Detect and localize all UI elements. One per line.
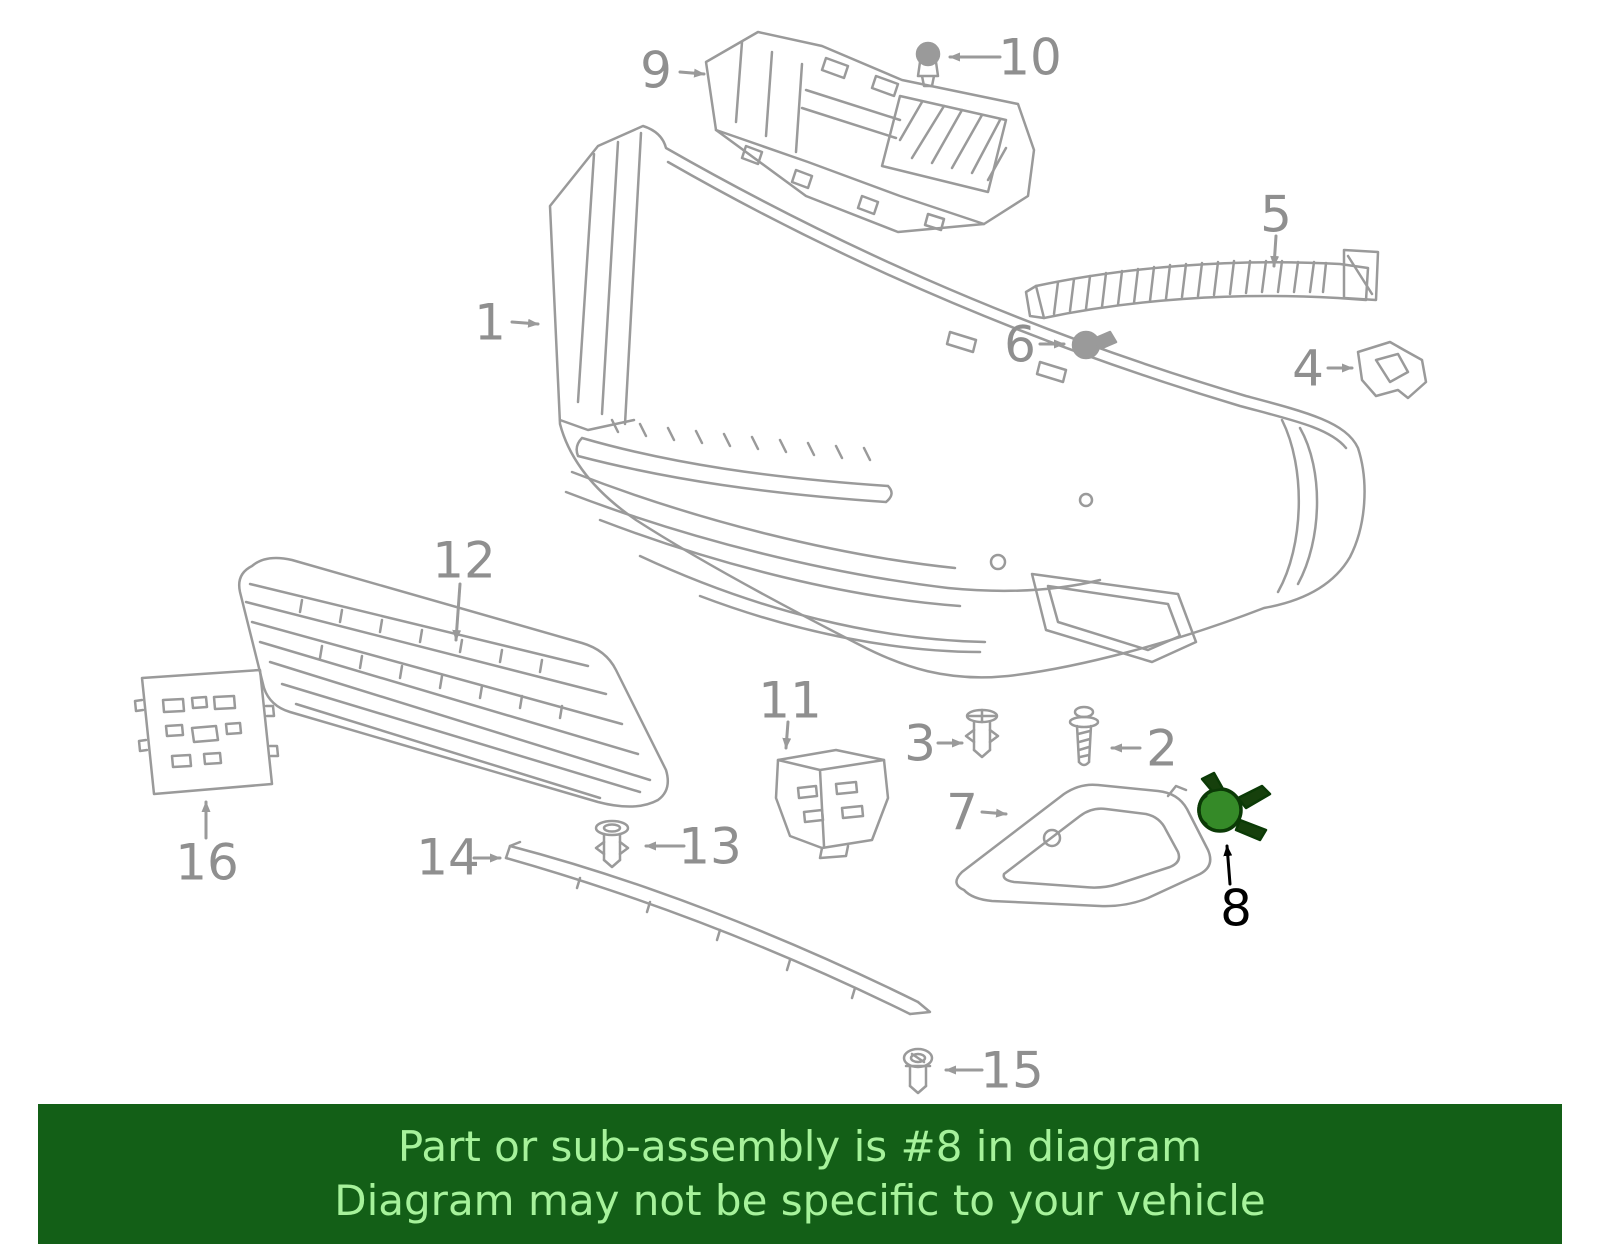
callout-label-7: 7 [946,784,978,842]
part-fog-light-bezel [955,783,1212,908]
part-front-bumper-cover [548,124,1366,679]
sensor-clip-prong-lower [1234,818,1268,842]
part-license-plate-bracket [133,668,280,796]
part-bolt-10 [915,41,941,88]
part-bumper-reinforcement [1024,248,1380,320]
part-center-bracket [774,748,890,860]
callout-label-8-highlighted: 8 [1220,880,1252,938]
callout-label-2: 2 [1146,720,1178,778]
callout-label-6: 6 [1004,316,1036,374]
part-lower-trim-strip [504,840,932,1016]
callout-arrow-8 [1223,844,1233,886]
callout-arrow-11 [782,720,792,750]
callout-labels: 1 2 3 4 5 6 7 8 9 10 11 12 13 14 15 16 [175,29,1324,1100]
exploded-parts-diagram: 1 2 3 4 5 6 7 8 9 10 11 12 13 14 15 16 [133,29,1428,1100]
part-clip-15 [902,1047,934,1095]
part-lower-grille [238,556,669,808]
callout-label-9: 9 [640,42,672,100]
callout-arrow-12 [452,582,462,642]
callout-arrow-1 [510,318,540,328]
callout-label-13: 13 [678,818,742,876]
banner-line-2: Diagram may not be specific to your vehi… [334,1176,1266,1225]
sensor-clip-prong-upper [1236,784,1272,810]
callout-label-15: 15 [980,1042,1044,1100]
part-side-bracket [1356,340,1428,400]
part-clip-3 [964,708,1000,759]
part-bolt-2 [1068,705,1100,767]
callout-label-3: 3 [904,715,936,773]
part-sensor-clip-highlighted [1197,771,1272,842]
callout-label-14: 14 [416,829,480,887]
sensor-clip-tab [1200,771,1225,793]
highlight-banner: Part or sub-assembly is #8 in diagram Di… [38,1104,1562,1244]
callout-arrows [201,52,1354,1075]
banner-line-1: Part or sub-assembly is #8 in diagram [397,1122,1203,1172]
callout-label-4: 4 [1292,340,1324,398]
callout-label-12: 12 [432,532,496,590]
part-clip-13 [594,819,630,869]
callout-label-16: 16 [175,834,239,892]
callout-arrow-5 [1270,234,1280,268]
callout-arrow-7 [980,808,1008,818]
callout-label-5: 5 [1260,186,1292,244]
callout-arrow-9 [678,68,706,78]
callout-label-10: 10 [998,29,1062,87]
callout-label-11: 11 [758,672,822,730]
part-upper-grille-shroud [704,30,1036,234]
callout-label-1: 1 [474,294,506,352]
